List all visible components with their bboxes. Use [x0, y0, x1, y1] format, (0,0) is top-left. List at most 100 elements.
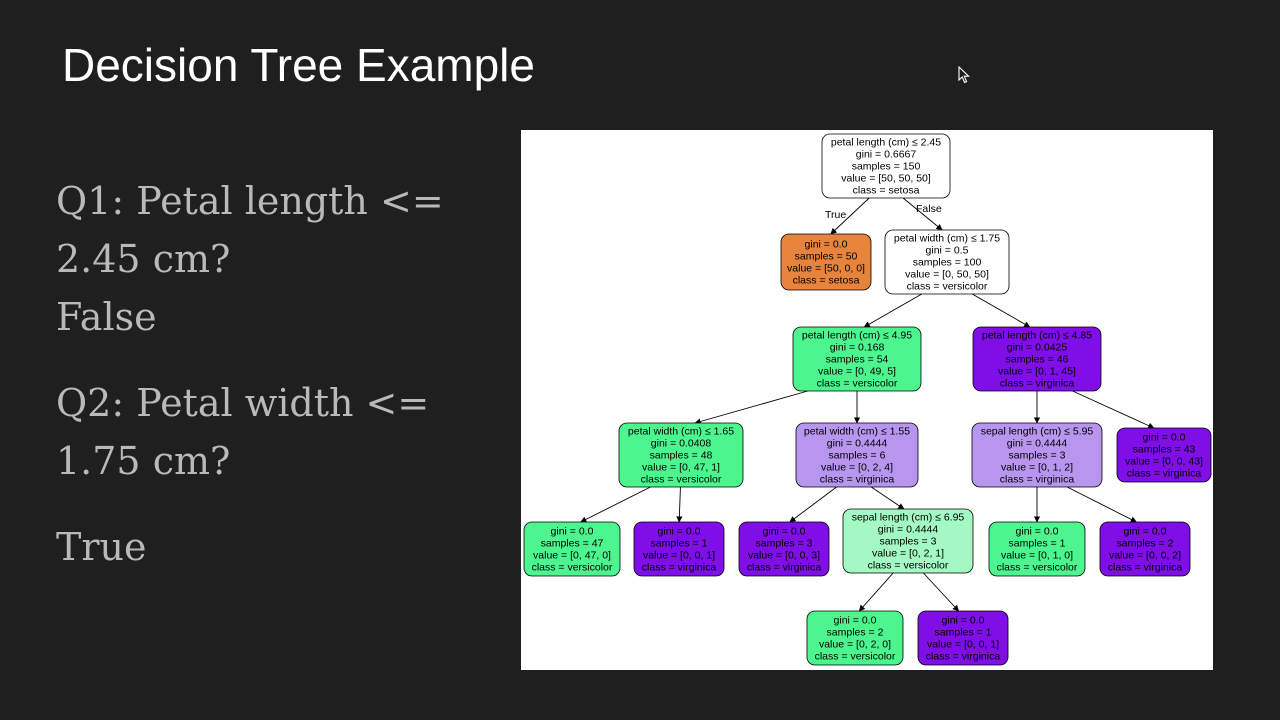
tree-edge-line — [871, 486, 905, 510]
tree-node-text-line: class = virginica — [820, 474, 895, 486]
tree-node-text-line: samples = 3 — [1009, 450, 1066, 462]
tree-node-text-line: samples = 1 — [935, 627, 992, 639]
tree-edge — [971, 293, 1031, 328]
tree-edge-line — [676, 486, 683, 523]
tree-edge-line — [923, 572, 960, 612]
tree-node-text-line: gini = 0.0 — [658, 526, 701, 538]
tree-node-text-line: value = [0, 0, 1] — [927, 639, 999, 651]
tree-node-text-line: value = [0, 0, 3] — [748, 550, 820, 562]
tree-node-text-line: gini = 0.0 — [1124, 526, 1167, 538]
tree-edge — [871, 486, 905, 510]
tree-edge — [1067, 486, 1137, 523]
tree-node-text-line: samples = 47 — [541, 538, 604, 550]
tree-node-box — [972, 326, 1102, 392]
tree-node-text-line: gini = 0.6667 — [856, 149, 917, 161]
tree-node-box — [806, 610, 904, 666]
tree-node-text-line: samples = 150 — [852, 161, 921, 173]
tree-node-text-line: value = [0, 50, 50] — [905, 269, 989, 281]
tree-node-text-line: samples = 6 — [829, 450, 886, 462]
tree-node-text-line: sepal length (cm) ≤ 5.95 — [981, 426, 1094, 438]
tree-node-box — [523, 521, 621, 577]
tree-node-text-line: value = [0, 2, 4] — [821, 462, 893, 474]
tree-node-text-line: petal width (cm) ≤ 1.65 — [628, 426, 734, 438]
mouse-pointer-icon — [958, 66, 970, 84]
tree-node-text-line: class = versicolor — [868, 560, 949, 572]
tree-node-text-line: class = versicolor — [817, 378, 898, 390]
tree-node-text-line: value = [50, 50, 50] — [841, 173, 931, 185]
tree-edge — [923, 572, 960, 612]
edge-label-true: True — [825, 209, 846, 221]
tree-node-text-line: gini = 0.4444 — [1007, 438, 1068, 450]
decision-tree-svg: True False petal length (cm) ≤ 2.45gini … — [523, 133, 1212, 666]
tree-edge — [694, 390, 808, 425]
q1-text-line1: Q1: Petal length <= — [56, 179, 444, 223]
tree-edge-line — [694, 390, 808, 425]
tree-node-text-line: samples = 50 — [795, 251, 858, 263]
tree-edge-line — [1067, 486, 1137, 523]
tree-node-text-line: value = [0, 2, 0] — [819, 639, 891, 651]
tree-node-text-line: petal length (cm) ≤ 4.95 — [802, 330, 912, 342]
question-list: Q1: Petal length <= 2.45 cm? False Q2: P… — [56, 172, 476, 576]
tree-node-text-line: gini = 0.0 — [1143, 432, 1186, 444]
tree-node-box — [884, 229, 1010, 295]
tree-node-text-line: samples = 3 — [880, 536, 937, 548]
tree-node-text-line: gini = 0.0425 — [1007, 342, 1068, 354]
tree-node-text-line: class = versicolor — [532, 562, 613, 574]
tree-node-box — [792, 326, 922, 392]
tree-edge-line — [1072, 390, 1155, 429]
tree-edge — [830, 197, 870, 235]
tree-node-box — [917, 610, 1009, 666]
q2-text-line2: 1.75 cm? — [56, 439, 231, 483]
edge-label-false: False — [916, 203, 942, 215]
tree-node-text-line: samples = 1 — [651, 538, 708, 550]
tree-node-text-line: class = setosa — [793, 275, 860, 287]
tree-node-box — [971, 422, 1103, 488]
tree-node-text-line: gini = 0.5 — [926, 245, 969, 257]
tree-node-box — [618, 422, 744, 488]
tree-node-text-line: class = virginica — [747, 562, 822, 574]
tree-node-box — [780, 233, 872, 291]
tree-node-text-line: gini = 0.4444 — [878, 524, 939, 536]
tree-node-text-line: class = virginica — [1127, 468, 1202, 480]
tree-node-text-line: gini = 0.0408 — [651, 438, 712, 450]
tree-node-text-line: gini = 0.0 — [805, 239, 848, 251]
tree-edge — [676, 486, 683, 523]
tree-node-text-line: samples = 54 — [826, 354, 889, 366]
tree-edge — [863, 293, 923, 328]
tree-node-box — [1099, 521, 1191, 577]
tree-node-text-line: value = [0, 2, 1] — [872, 548, 944, 560]
slide-title: Decision Tree Example — [62, 39, 535, 91]
q2-answer: True — [56, 525, 147, 569]
tree-node-box — [795, 422, 919, 488]
tree-node-text-line: value = [50, 0, 0] — [787, 263, 865, 275]
tree-node-text-line: gini = 0.0 — [551, 526, 594, 538]
tree-node-text-line: value = [0, 1, 45] — [998, 366, 1076, 378]
q1-text-line2: 2.45 cm? — [56, 237, 231, 281]
tree-node-text-line: samples = 46 — [1006, 354, 1069, 366]
tree-node-text-line: gini = 0.0 — [834, 615, 877, 627]
tree-node-text-line: class = virginica — [926, 651, 1001, 663]
tree-node-text-line: samples = 2 — [1117, 538, 1174, 550]
tree-node-text-line: samples = 1 — [1009, 538, 1066, 550]
tree-node-text-line: class = virginica — [1000, 474, 1075, 486]
tree-edge — [789, 486, 837, 523]
tree-node-text-line: samples = 43 — [1133, 444, 1196, 456]
tree-node-box — [988, 521, 1086, 577]
tree-node-text-line: petal width (cm) ≤ 1.75 — [894, 233, 1000, 245]
tree-node-text-line: petal width (cm) ≤ 1.55 — [804, 426, 910, 438]
tree-node-text-line: petal length (cm) ≤ 2.45 — [831, 137, 941, 149]
tree-edge-line — [580, 486, 651, 523]
tree-edge-line — [902, 197, 943, 231]
tree-node-text-line: class = versicolor — [997, 562, 1078, 574]
